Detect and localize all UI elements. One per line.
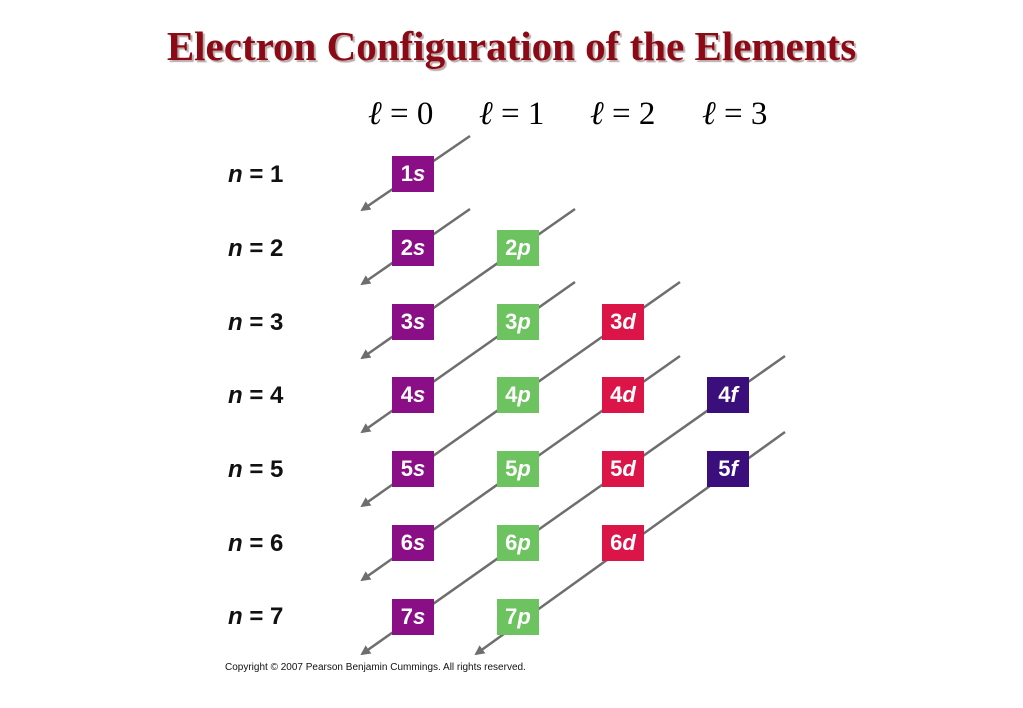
l-value: = 3 — [715, 96, 768, 132]
n-label-5: n = 5 — [228, 456, 284, 483]
l-header-3: ℓ = 3 — [702, 96, 767, 133]
n-label-3: n = 3 — [228, 309, 284, 336]
l-header-2: ℓ = 2 — [590, 96, 655, 133]
l-header-0: ℓ = 0 — [368, 96, 433, 133]
n-label-6: n = 6 — [228, 530, 284, 557]
copyright-notice: Copyright © 2007 Pearson Benjamin Cummin… — [225, 662, 526, 673]
n-label-1: n = 1 — [228, 161, 284, 188]
l-symbol: ℓ — [590, 96, 604, 132]
l-symbol: ℓ — [368, 96, 382, 132]
n-label-4: n = 4 — [228, 382, 284, 409]
page-title: Electron Configuration of the Elements — [166, 23, 857, 69]
l-symbol: ℓ — [702, 96, 716, 132]
l-value: = 1 — [492, 96, 545, 132]
l-value: = 0 — [381, 96, 434, 132]
n-label-7: n = 7 — [228, 603, 284, 630]
l-symbol: ℓ — [479, 96, 493, 132]
l-value: = 2 — [603, 96, 656, 132]
n-label-2: n = 2 — [228, 235, 284, 262]
l-header-1: ℓ = 1 — [479, 96, 544, 133]
